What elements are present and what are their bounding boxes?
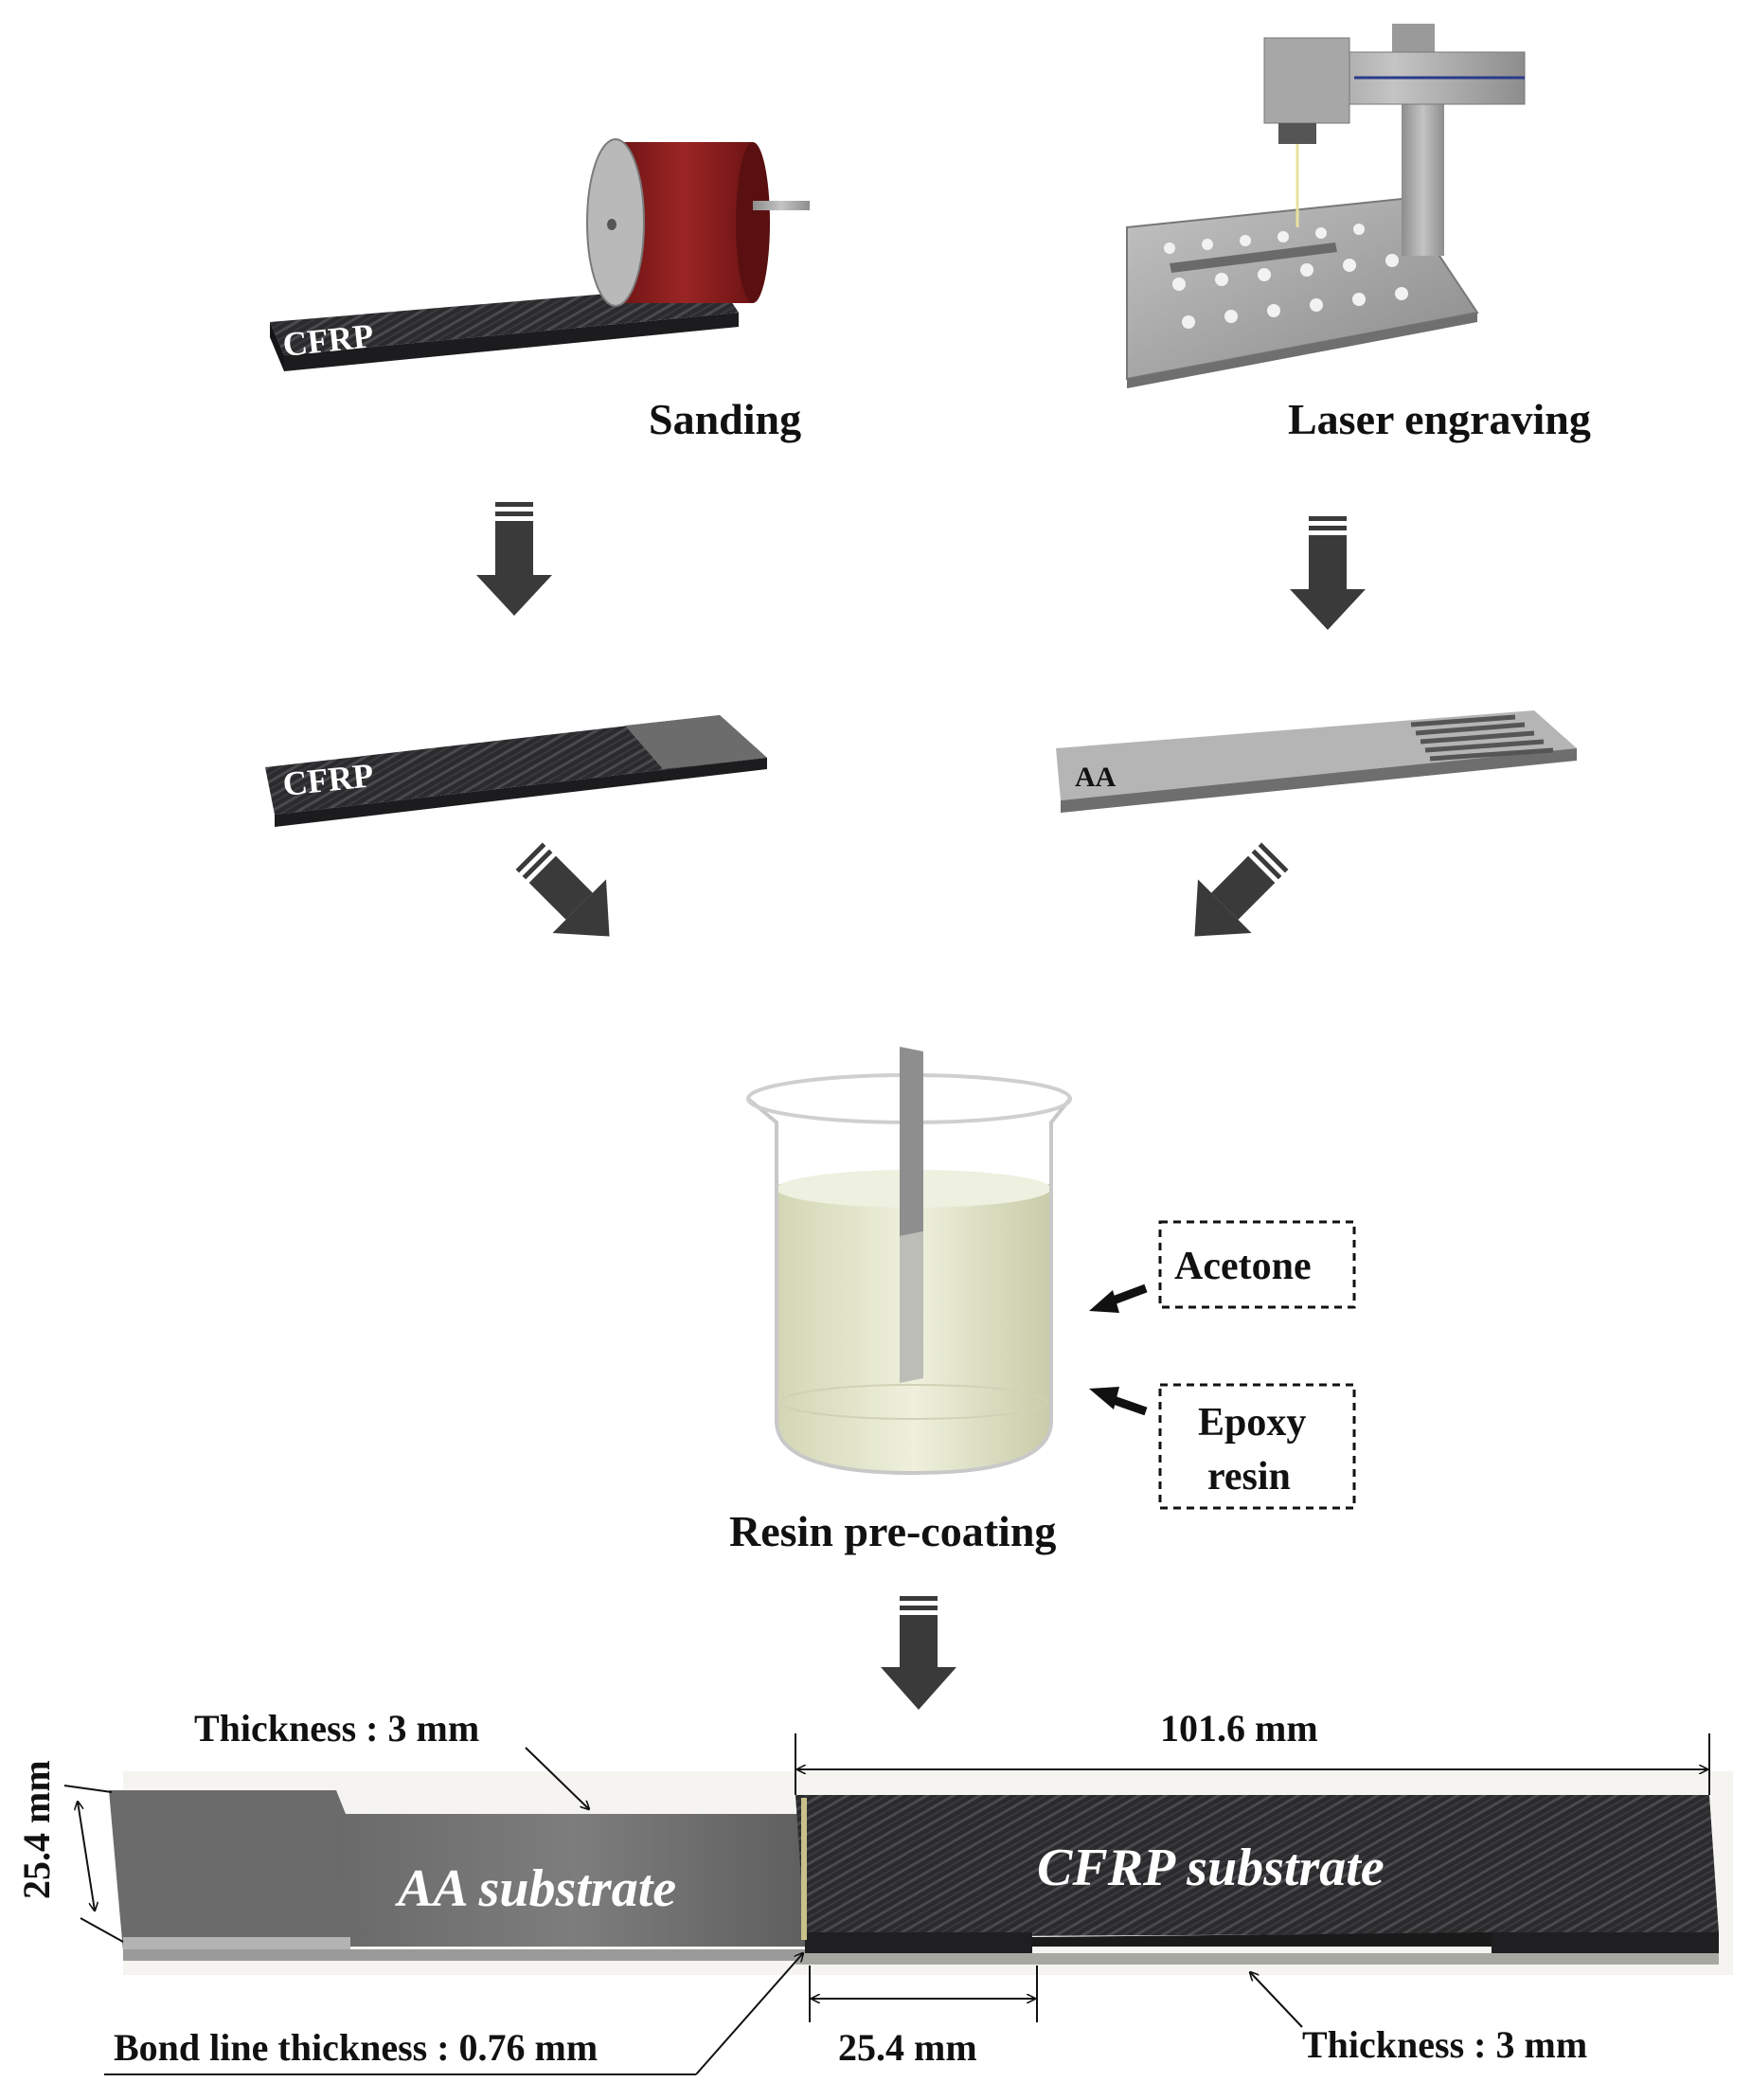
cfrp-plate-sanded xyxy=(265,715,767,827)
cfrp-label-sanding: CFRP xyxy=(281,316,376,364)
resin-label: resin xyxy=(1207,1455,1291,1499)
laser-engraver-illustration xyxy=(1126,24,1526,388)
aa-substrate-body xyxy=(109,1790,814,1961)
thickness-right-leader xyxy=(1250,1972,1303,2028)
cfrp-substrate-body xyxy=(795,1795,1719,1965)
width-label: 25.4 mm xyxy=(15,1760,58,1899)
width-extension-top xyxy=(63,1785,113,1793)
down-arrow-sanding xyxy=(476,502,552,616)
cfrp-label-sanded: CFRP xyxy=(281,756,376,803)
resin-precoating-label: Resin pre-coating xyxy=(729,1507,1056,1555)
down-arrow-joint xyxy=(881,1596,956,1710)
sanding-roller xyxy=(586,138,810,307)
aa-label-engraved: AA xyxy=(1075,762,1117,793)
cfrp-substrate-label: CFRP substrate xyxy=(1037,1839,1385,1897)
overlap-label: 25.4 mm xyxy=(838,2026,977,2069)
sanding-illustration: CFRP xyxy=(270,138,810,371)
epoxy-label: Epoxy xyxy=(1198,1401,1306,1445)
epoxy-resin-box xyxy=(1158,1383,1356,1510)
epoxy-pointer-arrow xyxy=(1089,1387,1148,1416)
width-dimension-line xyxy=(78,1802,95,1911)
width-extension-bottom xyxy=(80,1917,124,1943)
bond-line-leader xyxy=(695,1953,803,2075)
length-label: 101.6 mm xyxy=(1160,1707,1318,1750)
thickness-left-leader xyxy=(525,1747,589,1809)
thickness-right-label: Thickness : 3 mm xyxy=(1302,2023,1587,2066)
bond-line-label: Bond line thickness : 0.76 mm xyxy=(114,2026,598,2069)
acetone-label: Acetone xyxy=(1174,1245,1312,1288)
aa-plate-engraved xyxy=(1056,710,1577,813)
aa-substrate-label: AA substrate xyxy=(395,1859,676,1918)
laser-engraving-label: Laser engraving xyxy=(1288,395,1591,443)
beaker-illustration xyxy=(746,1047,1072,1476)
acetone-pointer-arrow xyxy=(1089,1283,1148,1313)
sanding-label: Sanding xyxy=(649,395,801,443)
down-arrow-laser xyxy=(1290,516,1366,630)
diagonal-arrow-right xyxy=(1194,842,1289,937)
diagonal-arrow-left xyxy=(515,842,610,937)
thickness-left-label: Thickness : 3 mm xyxy=(194,1707,479,1750)
acetone-box xyxy=(1158,1220,1356,1309)
laser-plate-holes xyxy=(1164,224,1408,329)
lap-joint-specimen xyxy=(109,1771,1733,1975)
